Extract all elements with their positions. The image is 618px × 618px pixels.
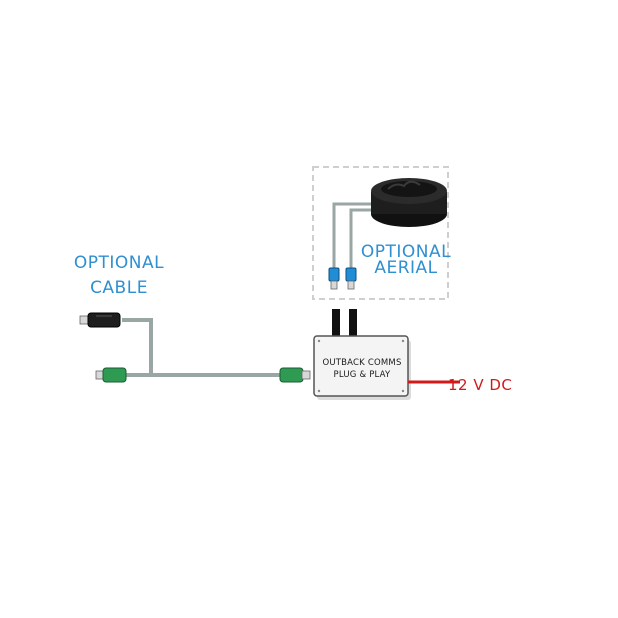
optional-aerial-label-line1: OPTIONAL (361, 242, 451, 262)
optional-cable-label-line2: CABLE (90, 278, 148, 298)
box-label-line2: PLUG & PLAY (334, 370, 391, 380)
optional-cable-lead (122, 318, 153, 375)
box-cable-left (332, 309, 340, 339)
sma-connector-icon (345, 267, 357, 290)
plug-icon (79, 312, 121, 328)
optional-aerial-region (312, 166, 449, 300)
usb-connector-icon (279, 367, 311, 383)
optional-aerial-label-line2: AERIAL (374, 258, 437, 278)
outback-comms-box: OUTBACK COMMS PLUG & PLAY (313, 335, 411, 400)
optional-cable-label-line1: OPTIONAL (74, 253, 164, 273)
aerial-lead-right (349, 208, 371, 268)
usb-connector-icon (95, 367, 127, 383)
sma-connector-icon (328, 267, 340, 290)
power-label: 12 V DC (448, 376, 512, 394)
aerial-icon (371, 178, 447, 227)
box-label-line1: OUTBACK COMMS (322, 358, 401, 368)
box-cable-right (349, 309, 357, 339)
aerial-lead-left (332, 202, 371, 268)
